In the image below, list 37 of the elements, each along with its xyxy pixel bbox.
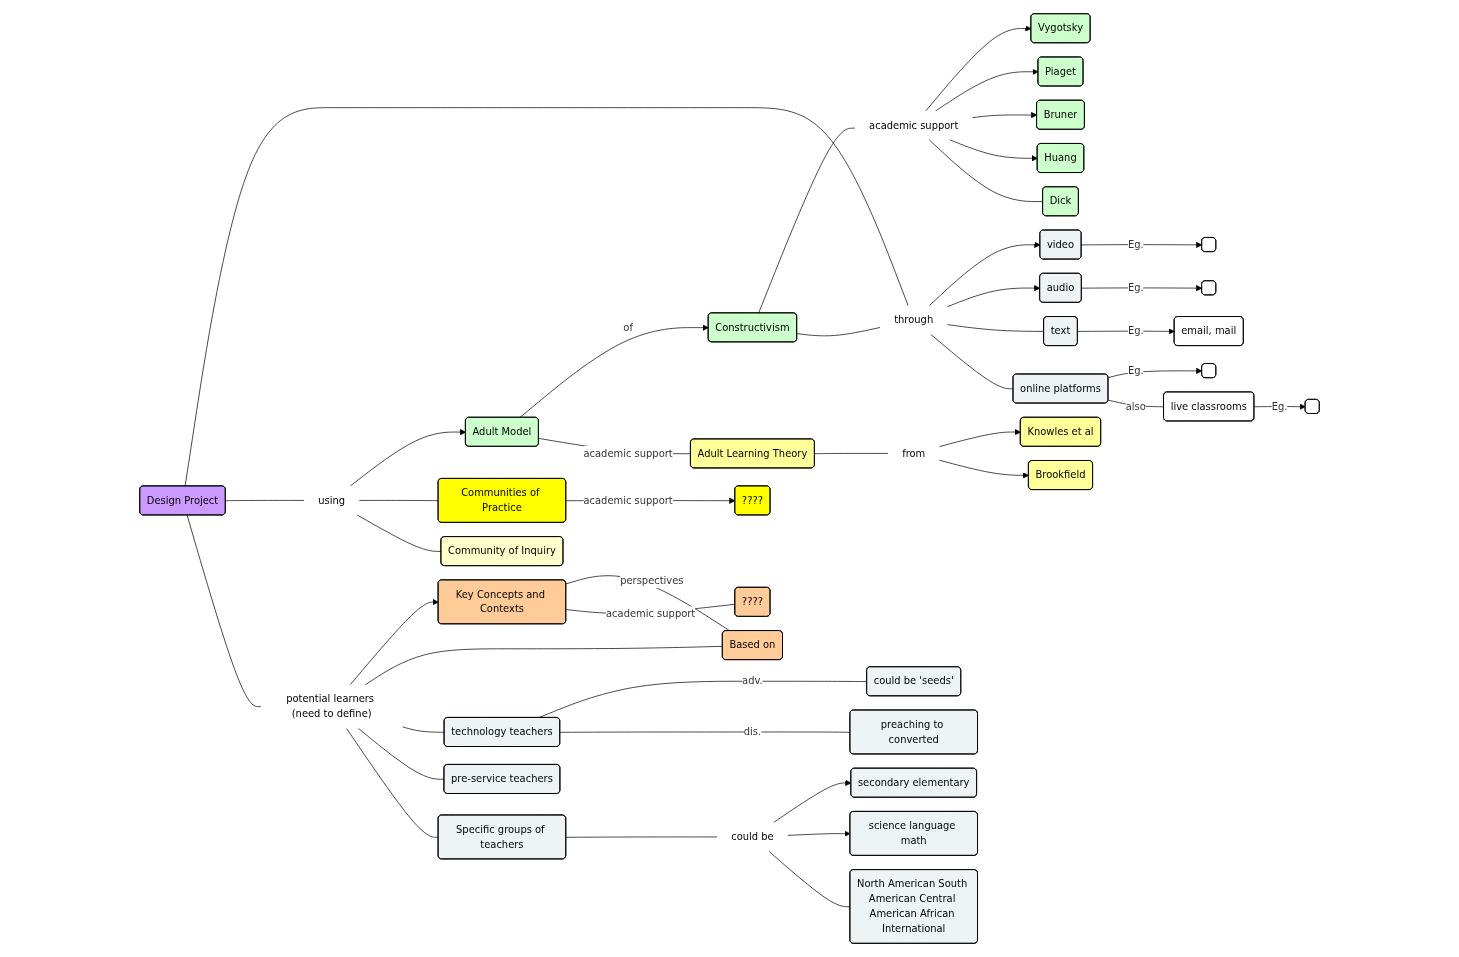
edge-label: adv. xyxy=(742,675,763,687)
connector xyxy=(356,514,442,552)
node-text: through xyxy=(894,314,934,326)
connector xyxy=(768,851,851,908)
edge-label: academic support xyxy=(583,447,673,459)
edge-label: academic support xyxy=(583,494,673,506)
connector xyxy=(814,453,889,455)
edge-label: Eg. xyxy=(1127,325,1144,337)
connector xyxy=(358,728,445,780)
edge-label: academic support xyxy=(606,607,696,620)
connector xyxy=(565,575,731,632)
connector xyxy=(758,127,856,314)
connector xyxy=(930,334,1014,390)
edge-label: Eg. xyxy=(1271,400,1288,412)
node-text: could be xyxy=(731,830,774,843)
connector xyxy=(559,731,851,733)
node-text: from xyxy=(902,447,926,459)
edge-label: Eg. xyxy=(1127,238,1144,250)
connector xyxy=(225,500,305,502)
edge-label: also xyxy=(1125,400,1146,412)
edge-label: Eg. xyxy=(1127,364,1144,376)
edge-label: of xyxy=(623,321,633,333)
connector xyxy=(365,646,724,685)
connector xyxy=(346,728,439,838)
connector xyxy=(186,514,262,707)
connector xyxy=(402,726,445,733)
edge-label: perspectives xyxy=(620,574,684,587)
connector xyxy=(565,836,718,838)
connector xyxy=(358,500,439,502)
node-text: potential learners (need to define) xyxy=(286,693,375,720)
connector xyxy=(796,327,881,337)
connector xyxy=(1107,399,1165,408)
edge-label: dis. xyxy=(743,725,762,738)
node-text: academic support xyxy=(869,119,959,131)
node-text: using xyxy=(318,494,346,506)
edge-label: Eg. xyxy=(1127,281,1144,294)
connector xyxy=(947,324,1045,332)
